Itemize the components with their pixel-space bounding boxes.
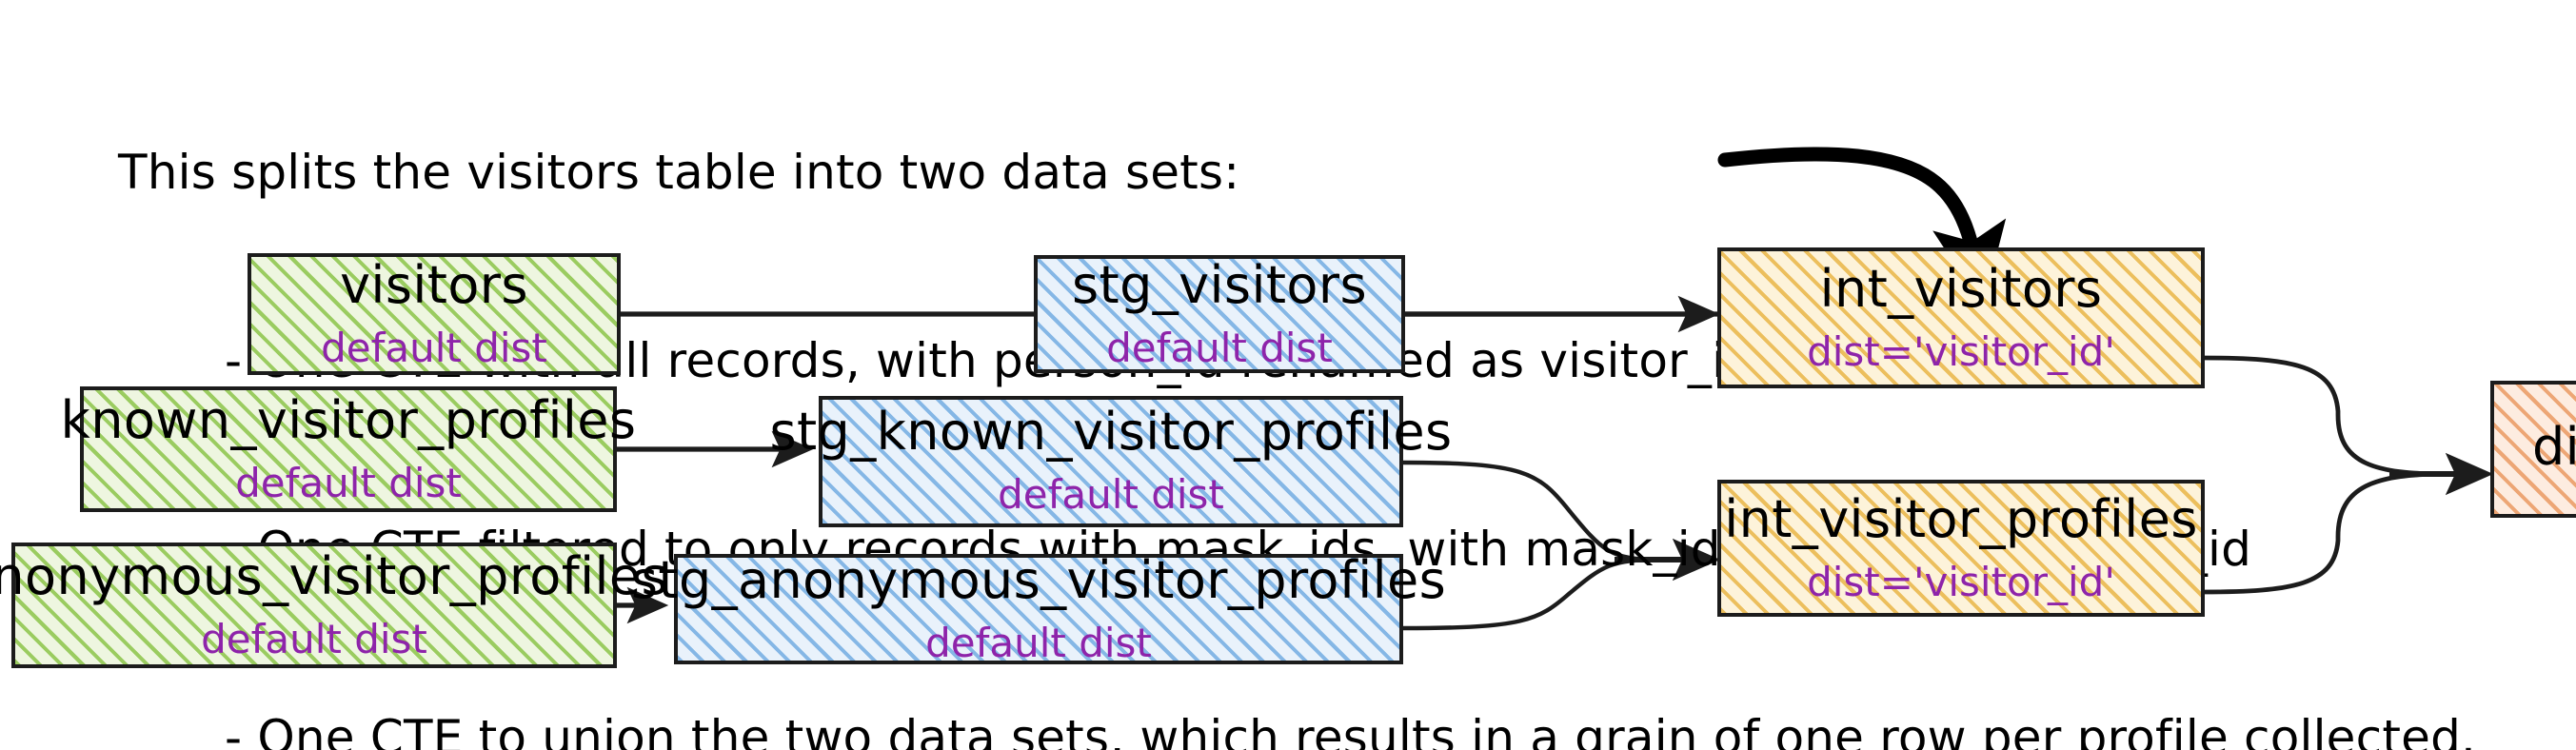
node-known-visitor-profiles-title: known_visitor_profiles xyxy=(60,391,637,450)
node-stg-visitors[interactable]: stg_visitors default dist xyxy=(1034,255,1405,373)
node-stg-known-visitor-profiles-subtitle: default dist xyxy=(998,472,1224,518)
node-stg-anonymous-visitor-profiles-title: stg_anonymous_visitor_profiles xyxy=(630,551,1447,610)
top-annotation-line-1: This splits the visitors table into two … xyxy=(118,145,1240,200)
node-known-visitor-profiles[interactable]: known_visitor_profiles default dist xyxy=(61,386,636,512)
node-visitors-subtitle: default dist xyxy=(321,325,547,370)
node-anonymous-visitor-profiles-subtitle: default dist xyxy=(201,616,427,661)
node-int-visitor-profiles-title: int_visitor_profiles xyxy=(1724,490,2198,549)
node-int-visitors-subtitle: dist='visitor_id' xyxy=(1807,328,2115,374)
node-known-visitor-profiles-subtitle: default dist xyxy=(235,460,462,505)
node-stg-known-visitor-profiles[interactable]: stg_known_visitor_profiles default dist xyxy=(769,396,1452,527)
top-annotation-line-4: - One CTE to union the two data sets, wh… xyxy=(225,710,2477,750)
node-stg-known-visitor-profiles-title: stg_known_visitor_profiles xyxy=(769,404,1453,463)
node-stg-visitors-subtitle: default dist xyxy=(1106,325,1333,370)
node-anonymous-visitor-profiles-title: anonymous_visitor_profiles xyxy=(0,547,669,606)
node-int-visitors-title: int_visitors xyxy=(1819,260,2103,319)
node-stg-anonymous-visitor-profiles-subtitle: default dist xyxy=(925,620,1152,665)
node-int-visitors[interactable]: int_visitors dist='visitor_id' xyxy=(1717,247,2205,388)
node-stg-anonymous-visitor-profiles[interactable]: stg_anonymous_visitor_profiles default d… xyxy=(631,552,1446,665)
node-dim-all-visitors-title: dim_all_visitors xyxy=(2531,419,2576,478)
node-int-visitor-profiles-subtitle: dist='visitor_id' xyxy=(1807,559,2115,604)
node-visitors-title: visitors xyxy=(340,256,528,315)
node-anonymous-visitor-profiles[interactable]: anonymous_visitor_profiles default dist xyxy=(0,543,668,668)
node-dim-all-visitors[interactable]: dim_all_visitors xyxy=(2490,381,2576,518)
node-int-visitor-profiles[interactable]: int_visitor_profiles dist='visitor_id' xyxy=(1717,480,2205,617)
node-visitors[interactable]: visitors default dist xyxy=(248,253,621,375)
node-stg-visitors-title: stg_visitors xyxy=(1071,256,1367,315)
